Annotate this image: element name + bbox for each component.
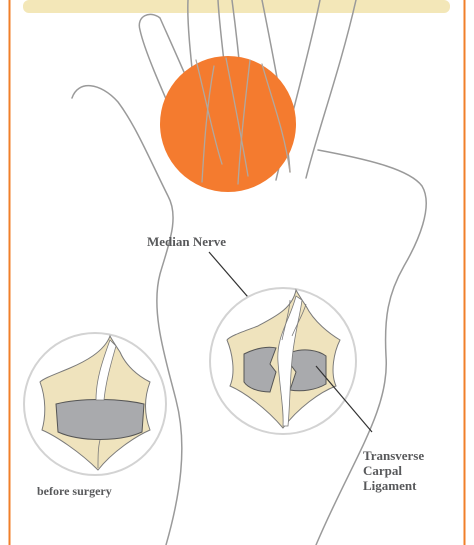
before-surgery-detail — [24, 333, 166, 475]
before-surgery-label: before surgery — [37, 484, 112, 499]
after-ligament-right — [290, 350, 326, 391]
ligament-label-line-3: Ligament — [363, 478, 424, 493]
top-banner — [23, 0, 450, 13]
pain-spot — [160, 56, 296, 192]
after-surgery-detail — [210, 288, 356, 434]
median-nerve-label: Median Nerve — [147, 234, 226, 250]
transverse-carpal-ligament-label: Transverse Carpal Ligament — [363, 448, 424, 493]
ligament-label-line-2: Carpal — [363, 463, 424, 478]
before-ligament — [56, 400, 144, 440]
after-ligament-left — [244, 347, 276, 392]
ligament-label-line-1: Transverse — [363, 448, 424, 463]
